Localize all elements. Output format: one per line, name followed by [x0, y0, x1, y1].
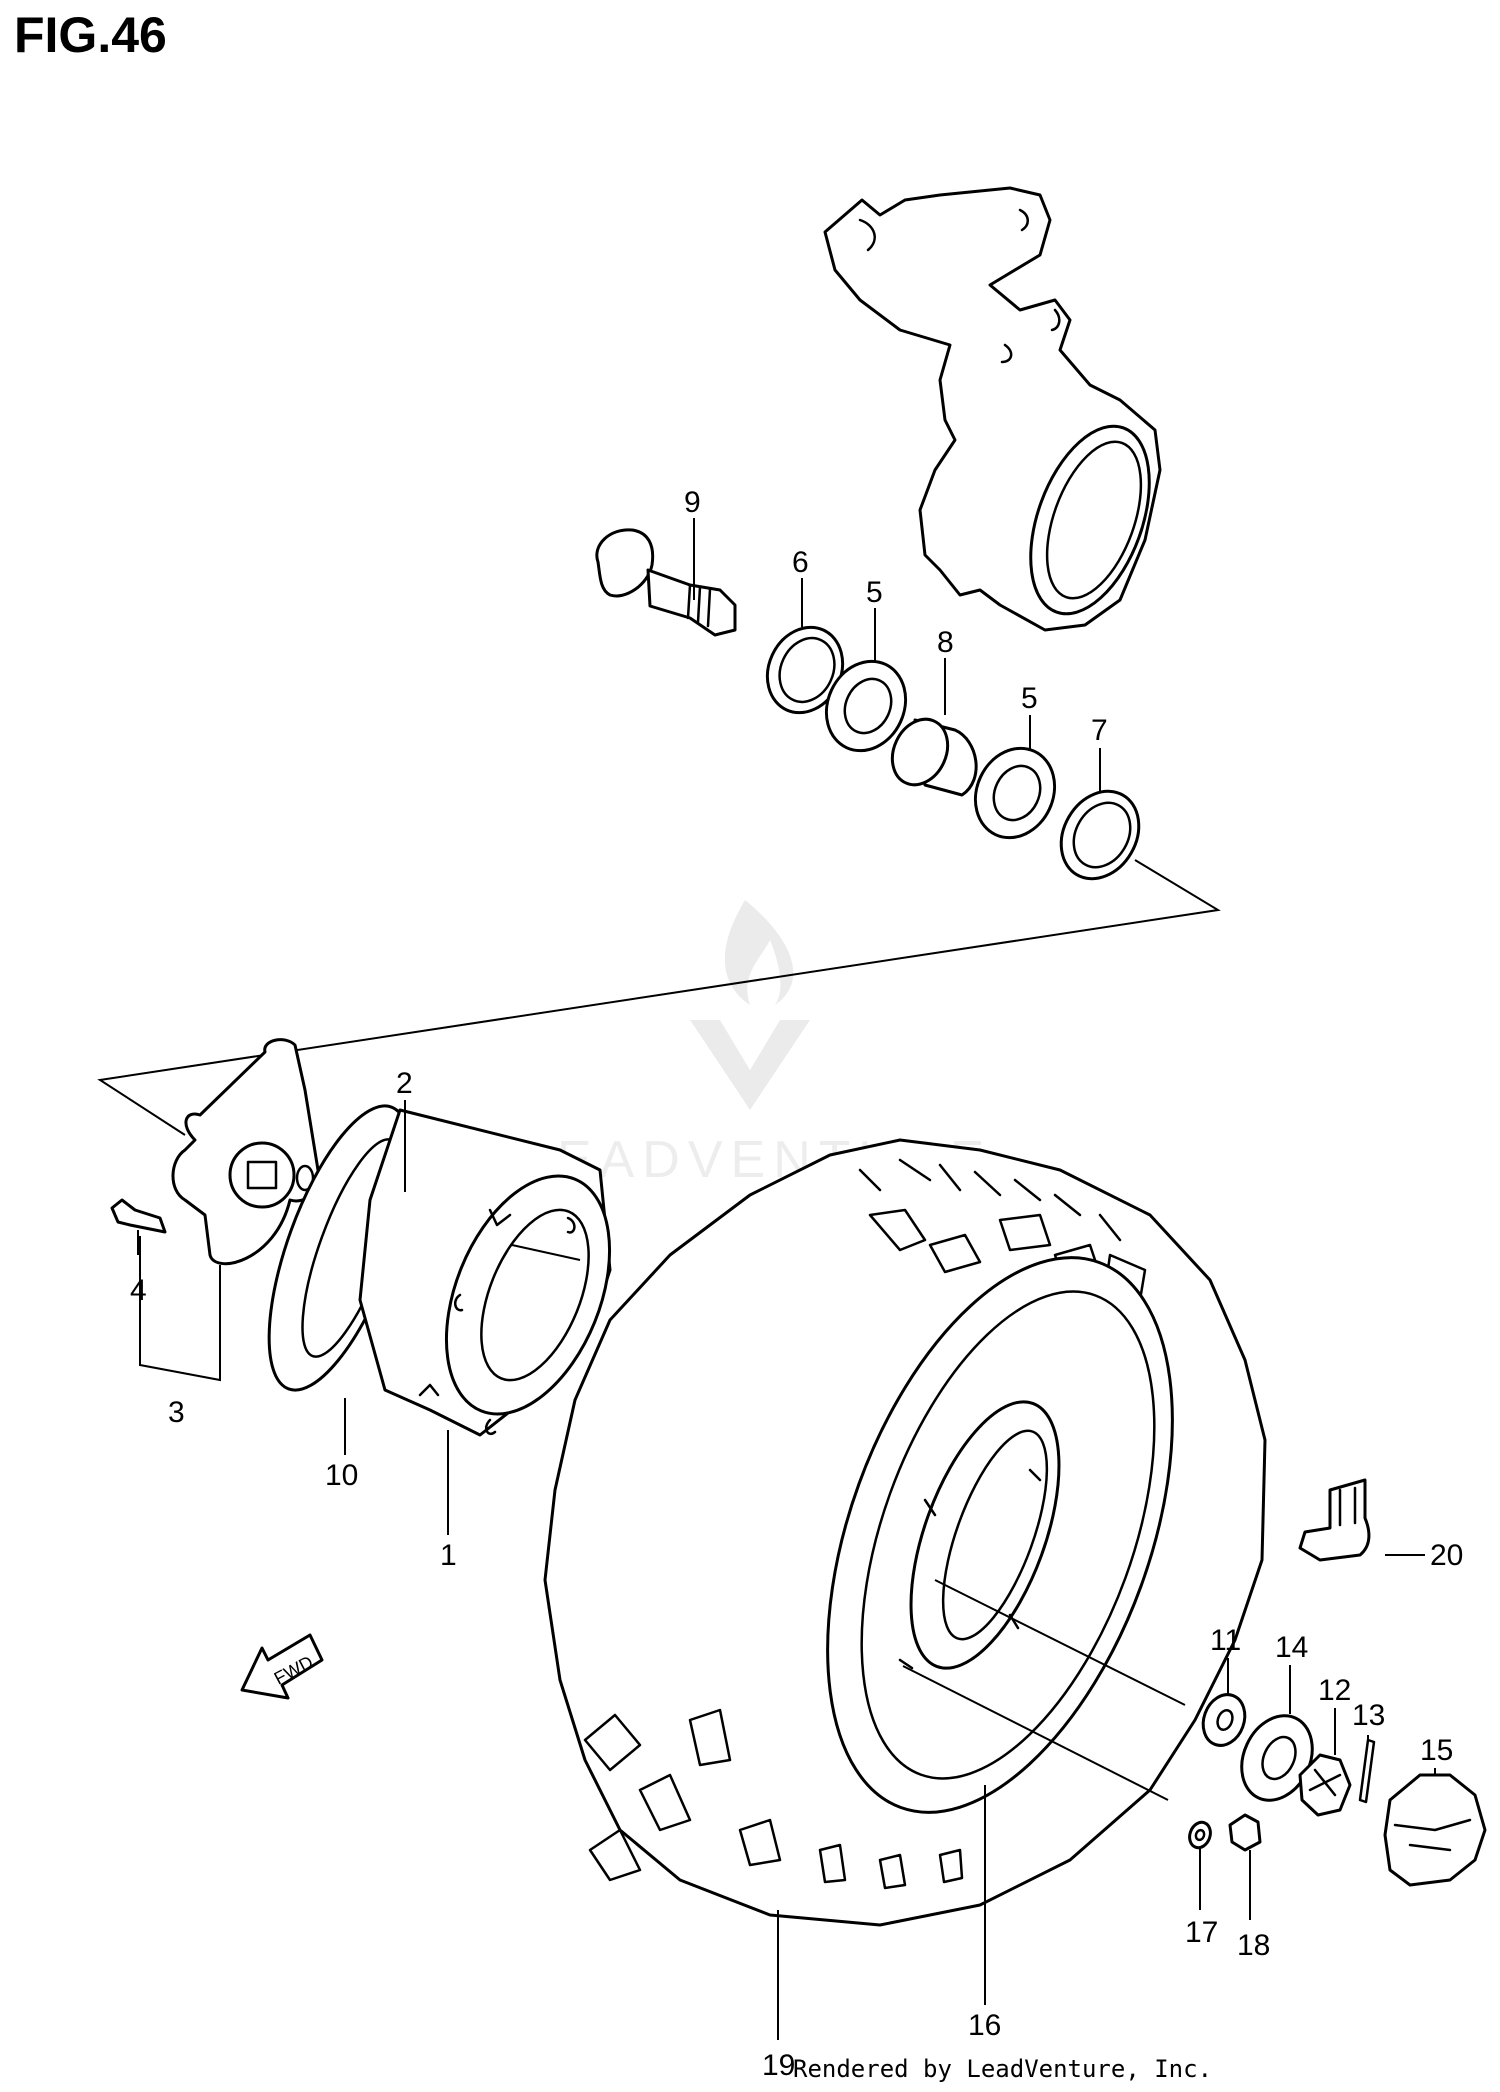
callout-13: 13 [1352, 1699, 1385, 1732]
callout-11: 11 [1210, 1624, 1241, 1657]
callout-3: 3 [168, 1396, 185, 1429]
callout-17: 17 [1185, 1916, 1218, 1949]
callout-5-upper: 5 [866, 576, 883, 609]
callout-5-lower: 5 [1021, 682, 1038, 715]
callout-16: 16 [968, 2009, 1001, 2042]
callout-4: 4 [130, 1274, 147, 1307]
callout-2: 2 [396, 1067, 413, 1100]
callout-1: 1 [440, 1539, 457, 1572]
leader-lines [137, 518, 1436, 2040]
part-17-washer [1188, 1820, 1212, 1850]
callout-20: 20 [1430, 1539, 1463, 1572]
callout-19: 19 [762, 2049, 795, 2082]
part-9-bolt [595, 528, 737, 637]
figure-title: FIG.46 [14, 7, 167, 63]
callout-9: 9 [684, 486, 701, 519]
part-5-bearing-lower [973, 746, 1057, 840]
part-13-cotter-pin [1358, 1738, 1376, 1804]
callout-15: 15 [1420, 1734, 1453, 1767]
part-1-brake-drum [358, 1108, 612, 1437]
part-11-washer [1201, 1693, 1247, 1747]
part-12-castle-nut [1298, 1753, 1352, 1817]
assembly-reference-line [97, 859, 1221, 1136]
part-4-bolt [110, 1198, 221, 1382]
callout-10: 10 [325, 1459, 358, 1492]
callout-14: 14 [1275, 1631, 1308, 1664]
callout-12: 12 [1318, 1674, 1351, 1707]
part-18-nut [1228, 1813, 1262, 1852]
part-20-valve-stem [1298, 1478, 1371, 1562]
part-3-hub-flange [171, 1038, 321, 1266]
part-7-seal [1059, 789, 1141, 881]
callout-6: 6 [792, 546, 809, 579]
watermark-logo [690, 900, 810, 1110]
fwd-arrow-icon: FWD [240, 1633, 324, 1700]
part-8-spacer [890, 717, 978, 797]
callout-18: 18 [1237, 1929, 1270, 1962]
callout-labels: 9 6 5 8 5 7 2 4 3 10 1 20 11 14 12 13 15… [130, 486, 1463, 2082]
steering-knuckle [823, 186, 1162, 632]
callout-7: 7 [1091, 714, 1108, 747]
part-16-wheel-rim [826, 1256, 1174, 1814]
footer-credit: Rendered by LeadVenture, Inc. [793, 2055, 1213, 2083]
callout-8: 8 [937, 626, 954, 659]
part-15-hub-cap [1383, 1773, 1487, 1887]
part-5-bearing-upper [824, 659, 908, 753]
